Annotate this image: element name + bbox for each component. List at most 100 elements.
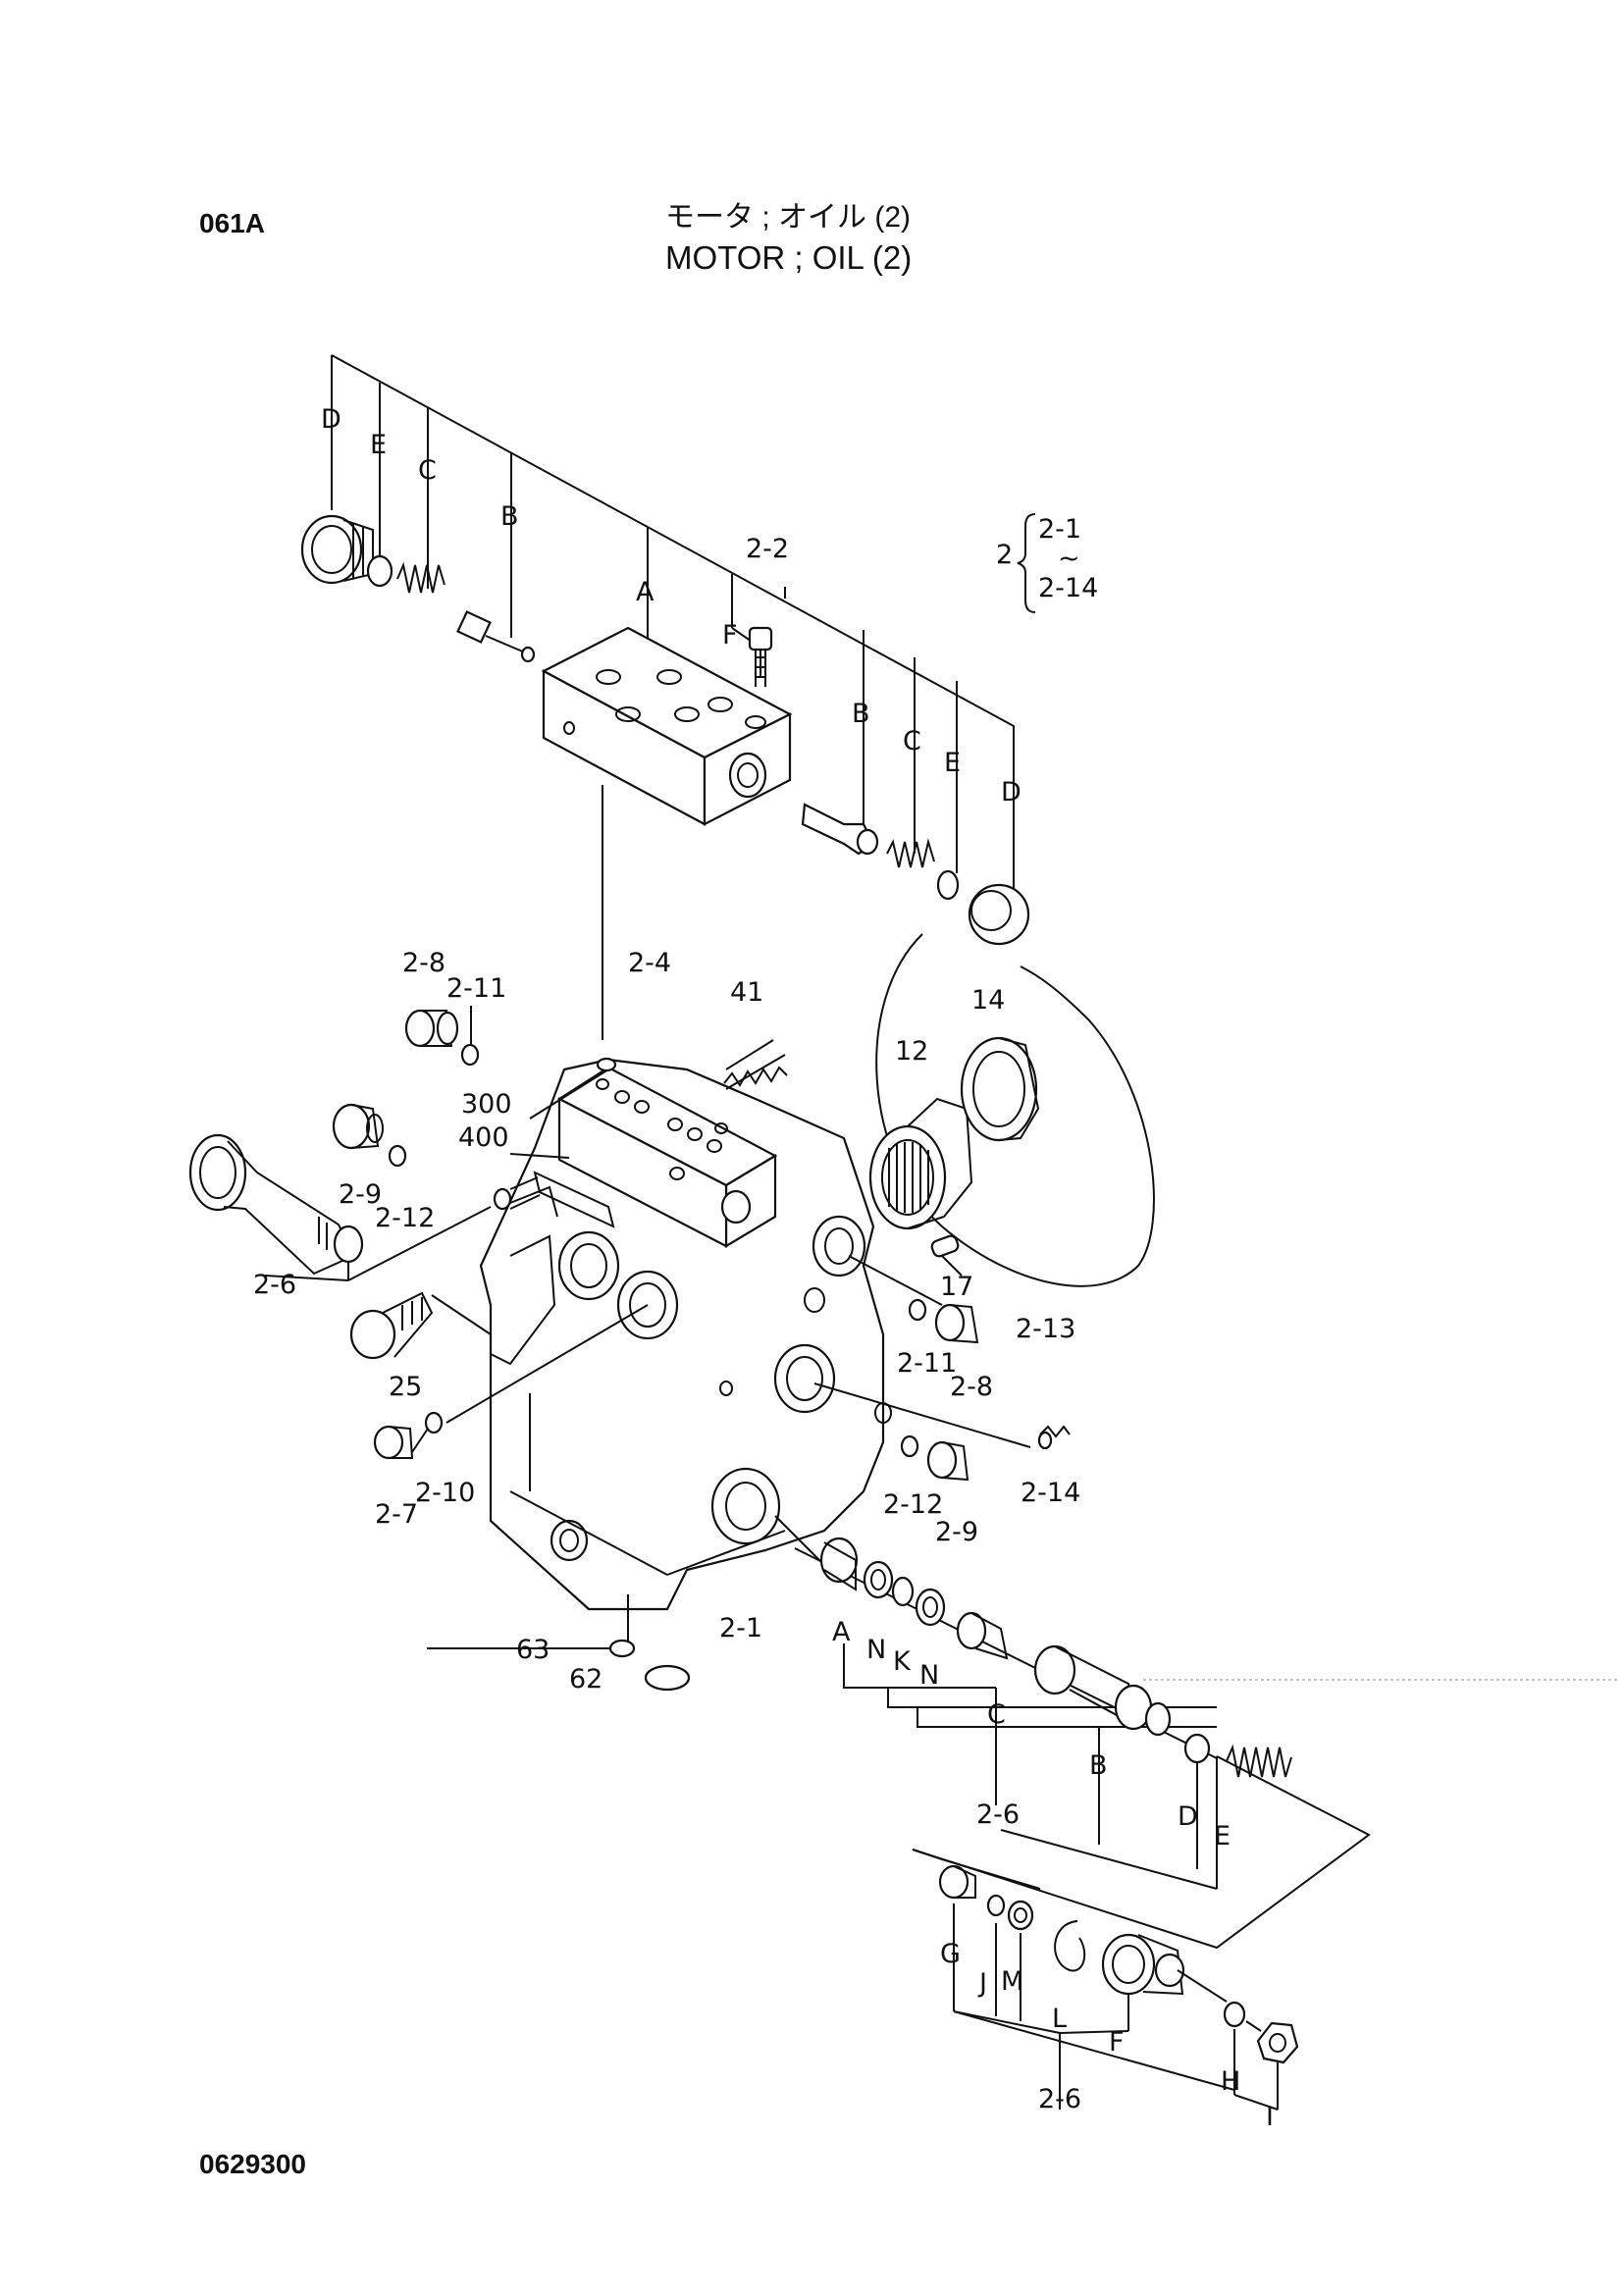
callout-label: H bbox=[1221, 2066, 1240, 2097]
assembly-range-note: 2 2-1 ~ 2-14 bbox=[996, 513, 1098, 613]
callout-label: C bbox=[987, 1699, 1006, 1730]
title-japanese: モータ ; オイル (2) bbox=[665, 201, 912, 234]
plug-d-right bbox=[968, 883, 1030, 946]
callout-labels: D E C B A 2-2 F B C E D 2-8 2-11 2-4 41 … bbox=[253, 404, 1274, 2132]
ring-n2 bbox=[915, 1588, 946, 1627]
callout-label: C bbox=[418, 455, 437, 486]
gasket-2-13 bbox=[875, 933, 1155, 1287]
spring-c-top bbox=[396, 561, 445, 594]
nut-i bbox=[1256, 2021, 1299, 2064]
spool-2-6 bbox=[188, 1133, 364, 1276]
callout-label: 12 bbox=[895, 1036, 928, 1067]
screw-h bbox=[1223, 2001, 1246, 2028]
callout-label: 400 bbox=[458, 1122, 509, 1153]
callout-label: 2-8 bbox=[950, 1372, 993, 1402]
brace-tilde: ~ bbox=[1058, 544, 1080, 574]
callout-label: F bbox=[1109, 2027, 1125, 2058]
poppet-c-lower bbox=[956, 1611, 1009, 1660]
seat-d-lower bbox=[1183, 1733, 1211, 1764]
sleeve-b-lower bbox=[1033, 1644, 1172, 1737]
top-valve-assembly bbox=[300, 354, 1030, 1040]
callout-label: M bbox=[1001, 1966, 1023, 1997]
callout-label: 63 bbox=[516, 1635, 550, 1665]
callout-label: B bbox=[852, 699, 870, 729]
callout-label: 2-8 bbox=[402, 948, 445, 978]
oring-e-right bbox=[936, 869, 960, 901]
callout-label: G bbox=[940, 1939, 961, 1969]
callout-label: K bbox=[893, 1646, 912, 1677]
callout-label: E bbox=[944, 748, 961, 778]
oring-2-11a bbox=[460, 1043, 480, 1067]
callout-label: 14 bbox=[971, 985, 1005, 1016]
callout-label: N bbox=[866, 1635, 886, 1665]
callout-label: A bbox=[832, 1617, 851, 1647]
callout-label: 2-9 bbox=[935, 1517, 978, 1547]
callout-label: N bbox=[919, 1660, 939, 1691]
callout-label: 2-1 bbox=[719, 1613, 762, 1643]
ring-m bbox=[1007, 1900, 1034, 1931]
ring-l bbox=[1054, 1920, 1086, 1972]
ring-j bbox=[986, 1894, 1006, 1917]
callout-label: 300 bbox=[461, 1089, 512, 1120]
ring-14 bbox=[960, 1036, 1040, 1142]
oring-2-4 bbox=[596, 1057, 617, 1072]
bolt-f-top bbox=[748, 626, 773, 687]
callout-label: 2-4 bbox=[628, 948, 671, 978]
oring-2-12b bbox=[900, 1434, 919, 1458]
callout-label: I bbox=[1266, 2102, 1274, 2132]
spring-41 bbox=[723, 1039, 788, 1087]
callout-label: 2-11 bbox=[897, 1348, 957, 1379]
plug-2-9b bbox=[926, 1440, 969, 1482]
callout-label: 2-14 bbox=[1021, 1478, 1080, 1508]
callout-label: F bbox=[722, 620, 738, 651]
callout-label: B bbox=[1089, 1750, 1108, 1781]
brace-to: 2-14 bbox=[1038, 573, 1098, 603]
callout-label: 25 bbox=[389, 1372, 422, 1402]
sub-group bbox=[938, 1864, 1299, 2111]
ring-n1 bbox=[863, 1560, 894, 1599]
callout-label: D bbox=[1178, 1801, 1198, 1832]
plug-f-lower bbox=[1101, 1933, 1185, 1996]
spring-e-lower bbox=[1226, 1744, 1292, 1778]
document-number: 0629300 bbox=[199, 2149, 307, 2179]
callout-label: J bbox=[977, 1968, 987, 1999]
valve-block-a bbox=[541, 626, 793, 1040]
callout-label: 41 bbox=[730, 977, 763, 1008]
callout-label: 2-12 bbox=[883, 1489, 943, 1520]
pin-17 bbox=[930, 1234, 960, 1258]
oring-2-11b bbox=[908, 1298, 927, 1322]
seat-a bbox=[819, 1537, 859, 1584]
plug-2-9a bbox=[332, 1103, 384, 1150]
callout-label: E bbox=[1214, 1821, 1231, 1851]
oring-62 bbox=[644, 1664, 691, 1692]
callout-label: 2-10 bbox=[415, 1478, 475, 1508]
callout-label: 62 bbox=[569, 1664, 602, 1694]
callout-label: E bbox=[370, 430, 387, 460]
callout-label: 2-13 bbox=[1016, 1314, 1075, 1344]
callout-label: 2-6 bbox=[253, 1270, 296, 1300]
callout-label: 2-7 bbox=[375, 1499, 418, 1530]
plug-2-8b bbox=[934, 1303, 979, 1344]
lower-valve-group bbox=[794, 1537, 1619, 2111]
bolt-25 bbox=[349, 1291, 434, 1360]
callout-label: 2-6 bbox=[1038, 2084, 1081, 2114]
callout-label: 2-11 bbox=[446, 973, 506, 1004]
oring-2-12a bbox=[388, 1144, 407, 1168]
ring-k bbox=[891, 1576, 915, 1607]
bolt-400 bbox=[493, 1176, 541, 1211]
poppet-b-top bbox=[456, 610, 536, 663]
callout-label: 2-9 bbox=[339, 1179, 382, 1210]
title-english: MOTOR ; OIL (2) bbox=[665, 239, 913, 276]
callout-label: 2-2 bbox=[746, 534, 789, 564]
bearing-12 bbox=[868, 1097, 973, 1230]
callout-label: A bbox=[636, 577, 655, 607]
callout-label: 2-6 bbox=[976, 1799, 1020, 1830]
callout-label: B bbox=[500, 501, 519, 532]
oring-63 bbox=[608, 1639, 636, 1658]
poppet-b-right bbox=[801, 803, 879, 856]
plug-d-top bbox=[300, 514, 374, 585]
page-code: 061A bbox=[199, 208, 265, 238]
callout-label: D bbox=[1001, 777, 1022, 808]
plug-2-14 bbox=[1037, 1425, 1071, 1450]
